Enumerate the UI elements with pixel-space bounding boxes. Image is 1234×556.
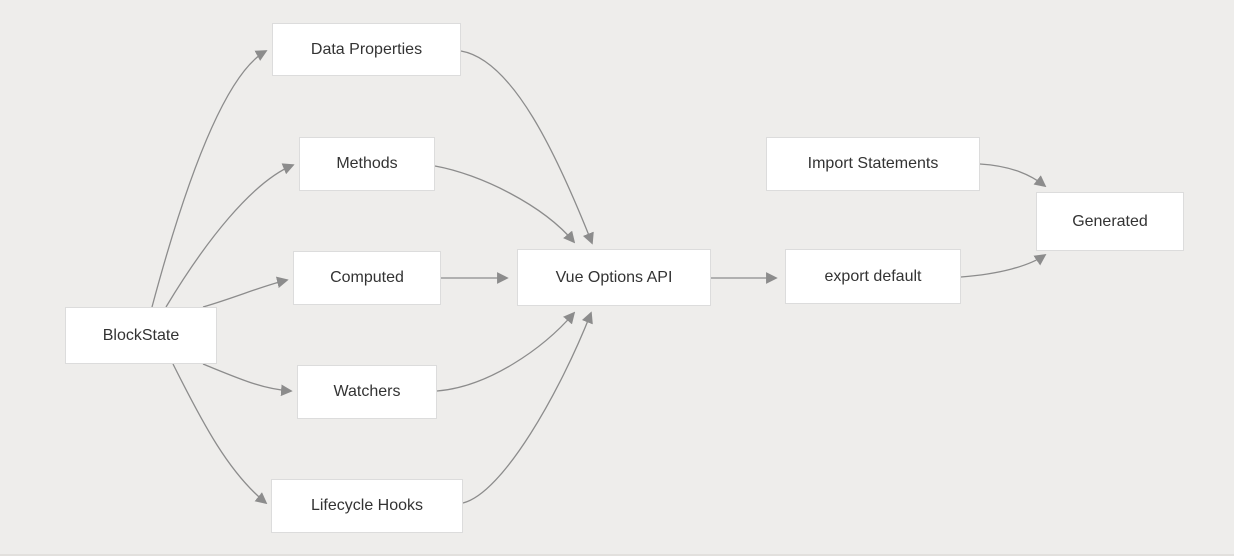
edge-blockstate-to-methods xyxy=(165,163,295,308)
node-watchers: Watchers xyxy=(297,365,437,419)
node-import-statements: Import Statements xyxy=(766,137,980,191)
edge-lifecycle-hooks-to-vue-options-api xyxy=(462,311,593,504)
node-lifecycle-hooks-label: Lifecycle Hooks xyxy=(310,497,424,514)
edge-import-statements-to-generated xyxy=(979,163,1047,188)
node-vue-options-api: Vue Options API xyxy=(517,249,711,306)
edge-methods-to-vue-options-api xyxy=(434,165,576,244)
node-data-properties-label: Data Properties xyxy=(310,40,423,58)
node-import-statements-label: Import Statements xyxy=(807,155,939,172)
node-lifecycle-hooks: Lifecycle Hooks xyxy=(271,479,463,533)
node-generated-label: Generated xyxy=(1072,212,1148,230)
edge-export-default-to-generated xyxy=(960,254,1047,278)
edge-data-properties-to-vue-options-api xyxy=(460,50,594,245)
node-methods-label: Methods xyxy=(336,155,398,172)
node-generated: Generated xyxy=(1036,192,1184,251)
node-export-default-label: export default xyxy=(824,267,922,285)
node-computed: Computed xyxy=(293,251,441,305)
edge-watchers-to-vue-options-api xyxy=(436,311,576,392)
node-data-properties: Data Properties xyxy=(272,23,461,76)
node-methods: Methods xyxy=(299,137,435,191)
edge-blockstate-to-watchers xyxy=(202,363,293,397)
node-export-default: export default xyxy=(785,249,961,304)
node-watchers-label: Watchers xyxy=(333,383,401,400)
node-blockstate: BlockState xyxy=(65,307,217,364)
node-blockstate-label: BlockState xyxy=(102,326,180,344)
node-computed-label: Computed xyxy=(330,269,404,286)
edge-blockstate-to-computed xyxy=(202,276,289,308)
node-vue-options-api-label: Vue Options API xyxy=(555,268,673,286)
edge-blockstate-to-data-properties xyxy=(151,50,268,308)
edge-blockstate-to-lifecycle-hooks xyxy=(172,363,268,505)
canvas-bottom-edge xyxy=(0,554,1234,556)
